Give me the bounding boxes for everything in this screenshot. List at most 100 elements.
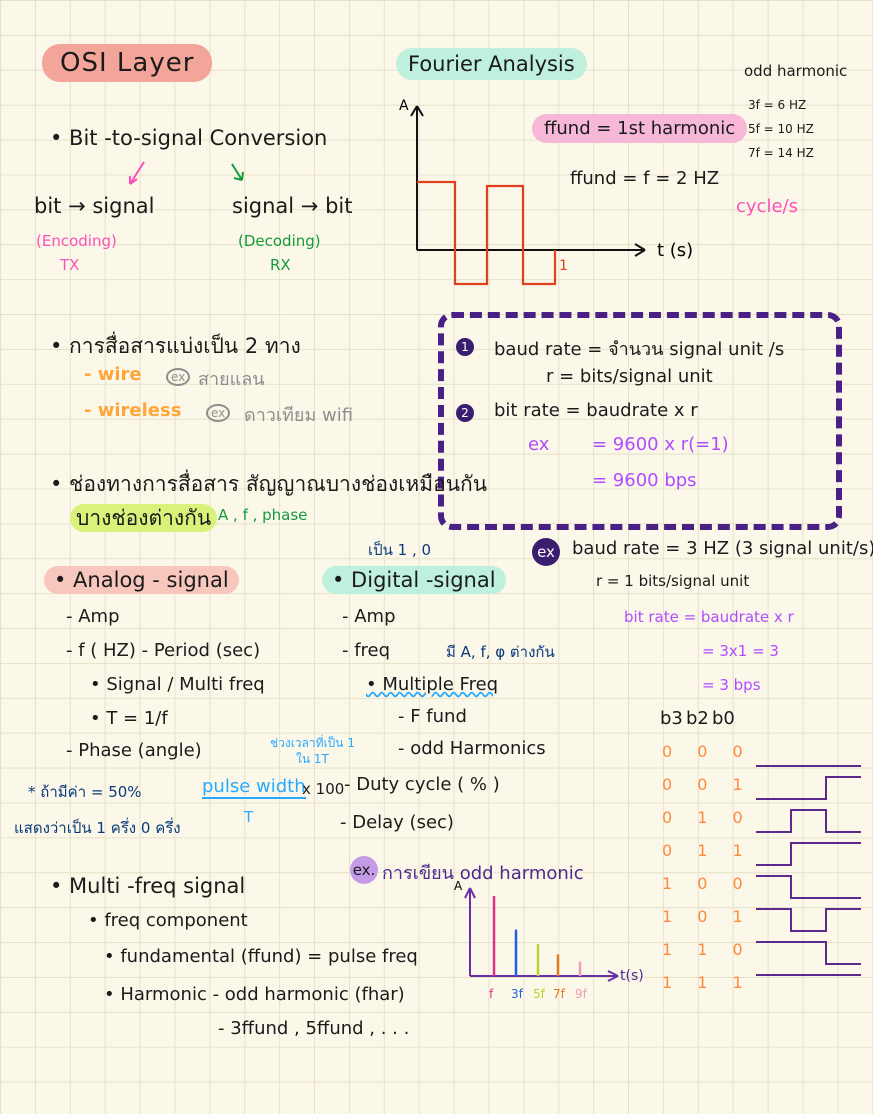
digital-freq: - freq: [342, 640, 391, 661]
baud-line-3: bit rate = baudrate x r: [494, 400, 698, 421]
spectrum-label: 5f: [533, 987, 546, 1001]
baud-num-1: 1: [456, 338, 474, 356]
bits-row: 0 1 1: [662, 841, 753, 860]
spectrum-title: การเขียน odd harmonic: [382, 863, 584, 884]
analog-amp: - Amp: [66, 606, 120, 627]
baud-ex-line-1: = 9600 x r(=1): [592, 434, 729, 455]
wire-label: - wire: [84, 364, 142, 385]
spectrum-label: 7f: [553, 987, 566, 1001]
channel-line-1: • ช่องทางการสื่อสาร สัญญาณบางช่องเหมือนก…: [50, 472, 488, 496]
freq-component: • freq component: [88, 910, 248, 931]
analog-phase: - Phase (angle): [66, 740, 202, 761]
spectrum-label: 3f: [511, 987, 524, 1001]
wireless-example: ดาวเทียม wifi: [244, 405, 354, 426]
digital-amp: - Amp: [342, 606, 396, 627]
bits-row: 1 0 1: [662, 907, 753, 926]
bits-row: 1 1 0: [662, 940, 753, 959]
encoding-label: (Encoding): [36, 232, 117, 250]
pink-arrow: [129, 161, 145, 185]
channel-note: A , f , phase: [218, 506, 308, 524]
fourier-mark-1: 1: [559, 258, 568, 274]
duty-note-left-2: แสดงว่าเป็น 1 ครึ่ง 0 ครึ่ง: [14, 819, 181, 837]
signal-bit-label: signal → bit: [232, 194, 353, 218]
duty-note-left-1: * ถ้ามีค่า = 50%: [28, 783, 142, 801]
baud-example-line-3: bit rate = baudrate x r: [624, 608, 794, 626]
channel-line-2a: บางช่องต่างกัน: [70, 504, 218, 532]
wireless-label: - wireless: [84, 400, 182, 421]
baud-rate-box: [438, 312, 842, 530]
channel-line-2: บางช่องต่างกัน: [58, 498, 229, 539]
ffund-equation: ffund = 1st harmonic: [532, 114, 748, 143]
digital-multi: • Multiple Freq: [366, 674, 499, 695]
baud-ex-label: ex: [528, 434, 550, 455]
comm-heading: • การสื่อสารแบ่งเป็น 2 ทาง: [50, 334, 301, 358]
fourier-axis-t: t (s): [657, 240, 693, 261]
digital-delay: - Delay (sec): [340, 812, 454, 833]
bit-waveform: [756, 809, 861, 833]
bits-row: 0 0 0: [662, 742, 753, 761]
wire-ex-badge: ex: [166, 368, 191, 386]
wire-example: สายแลน: [198, 369, 265, 390]
baud-ex-line-2: = 9600 bps: [592, 470, 697, 491]
harmonic-line-2: - 3ffund , 5ffund , . . .: [218, 1018, 410, 1039]
fourier-title: Fourier Analysis: [396, 48, 587, 80]
fundamental-line: • fundamental (ffund) = pulse freq: [104, 946, 418, 967]
spectrum-ex-badge: ex.: [350, 856, 378, 884]
square-wave-plot: A 1 t (s): [399, 98, 693, 286]
baud-example-line-5: = 3 bps: [702, 676, 761, 694]
bit-waveform: [756, 842, 861, 866]
x100-label: x 100: [302, 780, 345, 798]
analog-t-eq: • T = 1/f: [90, 708, 168, 729]
analog-heading: • Analog - signal: [44, 566, 239, 594]
bits-header-b0: b0: [712, 708, 735, 729]
bits-header-b2: b2: [686, 708, 709, 729]
wireless-ex-badge: ex: [206, 404, 231, 422]
odd-harmonic-spectrum: A t(s) f 3f 5f 7f 9f: [454, 879, 644, 1001]
tx-label: TX: [60, 256, 80, 274]
baud-example-line-4: = 3x1 = 3: [702, 642, 779, 660]
rx-label: RX: [270, 256, 291, 274]
osi-title: OSI Layer: [42, 44, 213, 82]
bit-signal-label: bit → signal: [34, 194, 155, 218]
bits-row: 0 0 1: [662, 775, 753, 794]
digital-ffund: - F fund: [398, 706, 467, 727]
bit-waveform: [756, 941, 861, 965]
bits-row: 1 0 0: [662, 874, 753, 893]
cycle-note: cycle/s: [736, 196, 798, 217]
baud-line-2: r = bits/signal unit: [546, 366, 713, 387]
pulse-width-label: pulse width: [202, 776, 306, 799]
conversion-arrows: [129, 161, 244, 185]
digital-heading: • Digital -signal: [322, 566, 506, 594]
odd-item-3f: 3f = 6 HZ: [748, 98, 807, 112]
baud-num-2: 2: [456, 404, 474, 422]
pulse-note-top-2: ใน 1T: [296, 752, 329, 766]
harmonic-line: • Harmonic - odd harmonic (fhar): [104, 984, 405, 1005]
spectrum-axis-a: A: [454, 879, 463, 893]
spectrum-label: 9f: [575, 987, 588, 1001]
analog-freq: - f ( HZ) - Period (sec): [66, 640, 261, 661]
odd-item-7f: 7f = 14 HZ: [748, 146, 814, 160]
odd-harmonic-title: odd harmonic: [744, 62, 848, 80]
digital-odd: - odd Harmonics: [398, 738, 546, 759]
bits-waveforms: [756, 765, 861, 976]
bit-waveform: [756, 875, 861, 899]
bit-waveform: [756, 776, 861, 800]
digital-freq-note: มี A, f, φ ต่างกัน: [446, 643, 555, 661]
digital-duty: - Duty cycle ( % ): [344, 774, 500, 795]
digital-note-top: เป็น 1 , 0: [368, 541, 432, 559]
baud-example-line-2: r = 1 bits/signal unit: [596, 572, 750, 590]
ffund-value: ffund = f = 2 HZ: [570, 168, 720, 189]
bits-row: 1 1 1: [662, 973, 753, 992]
square-wave-line: [417, 180, 557, 286]
spectrum-axis-t: t(s): [620, 968, 644, 984]
fourier-axis-a: A: [399, 98, 409, 114]
baud-line-1: baud rate = จำนวน signal unit /s: [494, 339, 785, 360]
baud-example-line-1: baud rate = 3 HZ (3 signal unit/s): [572, 538, 873, 559]
decoding-label: (Decoding): [238, 232, 321, 250]
bit-waveform: [756, 908, 861, 932]
bits-header-b3: b3: [660, 708, 683, 729]
baud-example-ex-badge: ex: [532, 538, 560, 566]
pulse-note-top: ช่วงเวลาที่เป็น 1: [270, 736, 355, 750]
spectrum-label: f: [489, 987, 494, 1001]
analog-multi: • Signal / Multi freq: [90, 674, 265, 695]
